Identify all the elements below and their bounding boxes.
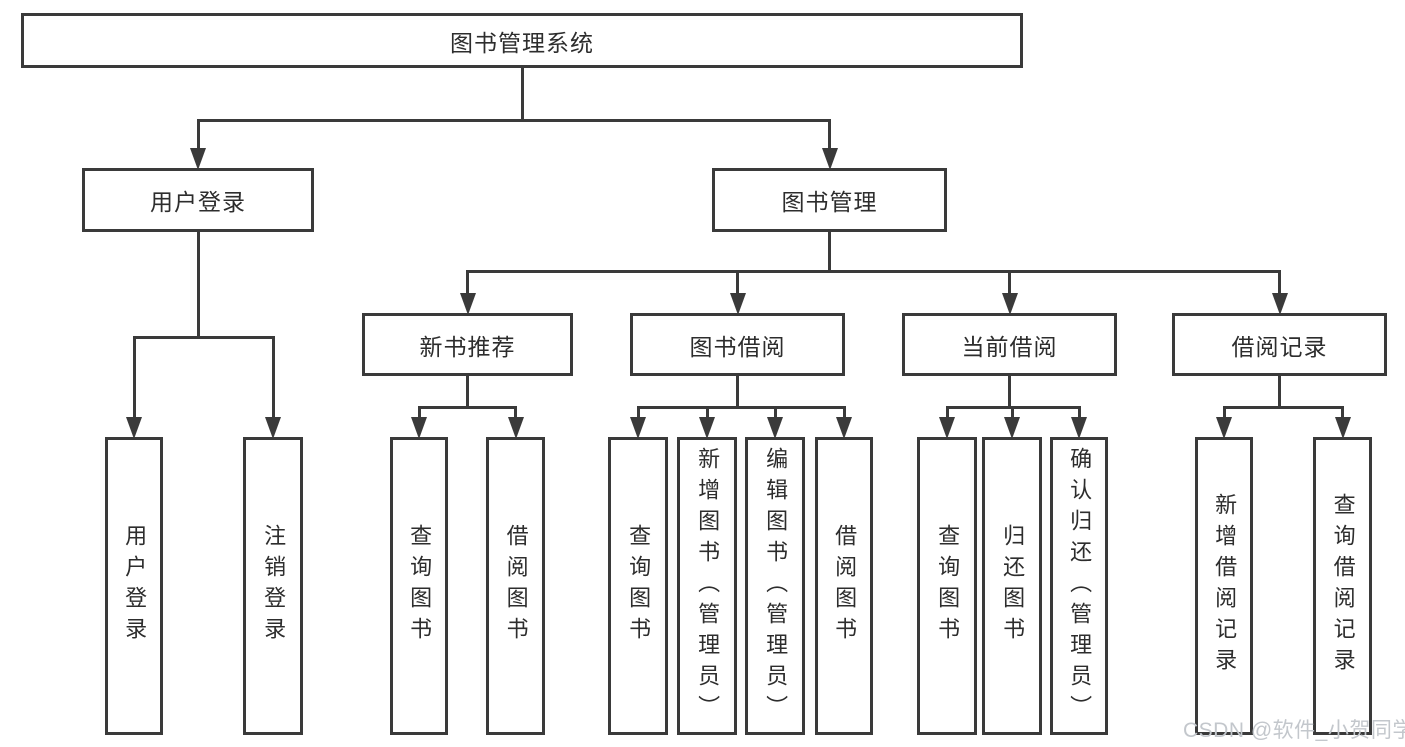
- arrowhead-user-login: [190, 148, 206, 170]
- node-leaf-borrow-book: 借阅图书: [815, 437, 873, 735]
- arrowhead-new-book-rec: [459, 293, 476, 315]
- connector-drop-leaf-return-book: [1010, 406, 1014, 417]
- arrowhead-leaf-logout: [265, 417, 281, 439]
- node-leaf-add-book: 新增图书（管理员）: [677, 437, 737, 735]
- connector-drop-book-mgmt: [828, 119, 831, 148]
- connector-drop-leaf-borrow-book: [842, 406, 846, 417]
- node-new-book-rec: 新书推荐: [362, 313, 573, 376]
- arrowhead-leaf-add-record: [1216, 417, 1232, 439]
- connector-bus-book-mgmt: [466, 270, 1281, 273]
- connector-stem-user-login: [196, 232, 200, 336]
- arrowhead-book-borrow: [729, 293, 746, 315]
- connector-bus-new-book-rec: [417, 406, 517, 409]
- node-root: 图书管理系统: [21, 13, 1023, 68]
- connector-stem-current-borrow: [1008, 376, 1011, 406]
- connector-drop-leaf-confirm-return: [1077, 406, 1081, 417]
- connector-drop-leaf-logout: [271, 336, 275, 417]
- arrowhead-borrow-record: [1271, 293, 1288, 315]
- node-book-borrow: 图书借阅: [630, 313, 845, 376]
- connector-drop-leaf-borrow-book-new: [514, 406, 517, 417]
- node-leaf-query-record: 查询借阅记录: [1313, 437, 1372, 735]
- arrowhead-leaf-query-book-new: [411, 417, 427, 439]
- node-leaf-edit-book: 编辑图书（管理员）: [745, 437, 805, 735]
- connector-bus-borrow-record: [1222, 406, 1344, 409]
- connector-drop-leaf-query-book-new: [417, 406, 421, 417]
- arrowhead-current-borrow: [1001, 293, 1018, 315]
- node-book-mgmt: 图书管理: [712, 168, 947, 232]
- node-current-borrow: 当前借阅: [902, 313, 1117, 376]
- connector-drop-leaf-user-login: [132, 336, 136, 417]
- node-borrow-record: 借阅记录: [1172, 313, 1387, 376]
- connector-drop-leaf-query-book-borrow: [636, 406, 640, 417]
- connector-drop-current-borrow: [1008, 270, 1011, 293]
- arrowhead-leaf-confirm-return: [1071, 417, 1087, 439]
- connector-stem-book-mgmt: [828, 232, 831, 270]
- arrowhead-leaf-user-login: [126, 417, 142, 439]
- connector-bus-book-borrow: [636, 406, 846, 409]
- connector-drop-leaf-add-record: [1222, 406, 1226, 417]
- node-leaf-query-book-new: 查询图书: [390, 437, 448, 735]
- connector-bus-root: [196, 119, 831, 122]
- node-leaf-user-login: 用户登录: [105, 437, 163, 735]
- connector-drop-leaf-edit-book: [773, 406, 777, 417]
- connector-drop-book-borrow: [736, 270, 739, 293]
- arrowhead-book-mgmt: [821, 148, 838, 170]
- node-leaf-return-book: 归还图书: [982, 437, 1042, 735]
- connector-drop-leaf-query-record: [1341, 406, 1344, 417]
- arrowhead-leaf-query-record: [1334, 417, 1351, 439]
- connector-drop-new-book-rec: [466, 270, 469, 293]
- node-leaf-query-book-current: 查询图书: [917, 437, 977, 735]
- connector-bus-user-login: [132, 336, 275, 339]
- arrowhead-leaf-edit-book: [767, 417, 783, 439]
- connector-stem-book-borrow: [736, 376, 739, 406]
- connector-stem-root: [520, 68, 524, 119]
- arrowhead-leaf-add-book: [699, 417, 715, 439]
- connector-drop-leaf-add-book: [705, 406, 709, 417]
- connector-drop-user-login: [196, 119, 200, 148]
- arrowhead-leaf-borrow-book-new: [507, 417, 524, 439]
- node-user-login: 用户登录: [82, 168, 314, 232]
- connector-drop-leaf-query-book-current: [945, 406, 949, 417]
- node-leaf-logout: 注销登录: [243, 437, 303, 735]
- connector-drop-borrow-record: [1278, 270, 1281, 293]
- node-leaf-add-record: 新增借阅记录: [1195, 437, 1253, 735]
- connector-stem-new-book-rec: [466, 376, 469, 406]
- csdn-watermark: CSDN @软件_小贺同学: [1183, 719, 1405, 742]
- node-leaf-query-book-borrow: 查询图书: [608, 437, 668, 735]
- arrowhead-leaf-query-book-borrow: [630, 417, 646, 439]
- node-leaf-borrow-book-new: 借阅图书: [486, 437, 545, 735]
- connector-stem-borrow-record: [1278, 376, 1281, 406]
- arrowhead-leaf-return-book: [1004, 417, 1020, 439]
- arrowhead-leaf-query-book-current: [939, 417, 955, 439]
- arrowhead-leaf-borrow-book: [836, 417, 852, 439]
- node-leaf-confirm-return: 确认归还（管理员）: [1050, 437, 1108, 735]
